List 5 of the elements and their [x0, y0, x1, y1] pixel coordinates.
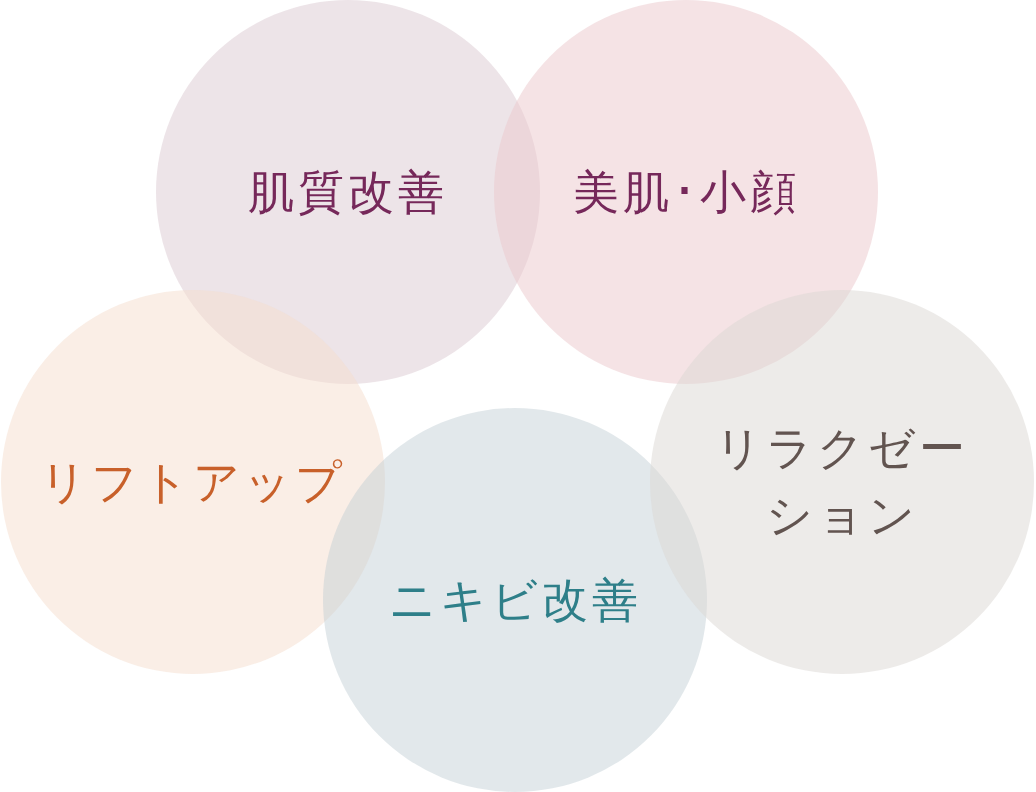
- circle-label: ニキビ改善: [388, 571, 642, 629]
- circle-label: リラクゼーション: [714, 420, 970, 544]
- circle-label: リフトアップ: [40, 453, 346, 511]
- circle-label: 肌質改善: [248, 163, 448, 221]
- circle-label: 美肌･小顔: [572, 163, 800, 221]
